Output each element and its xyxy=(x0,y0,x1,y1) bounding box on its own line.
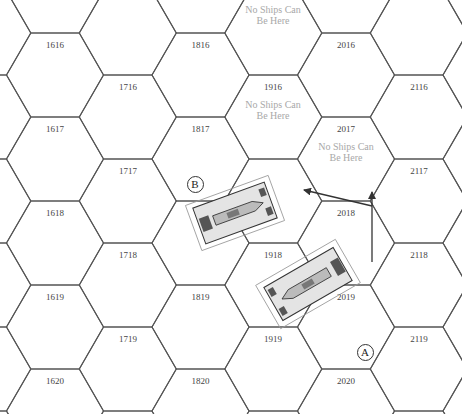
hex-number: 1718 xyxy=(119,250,137,260)
hex-cell xyxy=(7,285,104,369)
hex-number: 1918 xyxy=(264,250,282,260)
hex-number: 1618 xyxy=(46,208,64,218)
hex-cell xyxy=(370,327,462,411)
hex-cell xyxy=(79,75,176,159)
marker-letter: A xyxy=(361,347,369,358)
hex-cell xyxy=(298,369,395,414)
hex-cell xyxy=(443,285,462,369)
hex-cell xyxy=(7,201,104,285)
hex-cell xyxy=(0,159,31,243)
hex-cell xyxy=(225,411,322,414)
hex-number: 2119 xyxy=(410,334,428,344)
hex-number: 2016 xyxy=(337,40,355,50)
hex-cell xyxy=(152,369,249,414)
hex-number: 1616 xyxy=(46,40,64,50)
hex-cell xyxy=(79,0,176,75)
hex-cell xyxy=(0,75,31,159)
hex-cell xyxy=(0,327,31,411)
hex-cell xyxy=(298,117,395,201)
hex-cell xyxy=(443,117,462,201)
hex-cell xyxy=(225,327,322,411)
ship-marker: B xyxy=(187,176,204,193)
hex-cell xyxy=(370,411,462,414)
hex-cell xyxy=(370,0,462,75)
hex-cell xyxy=(79,411,176,414)
ship-counter xyxy=(256,239,361,328)
hex-cell xyxy=(152,117,249,201)
hex-cell xyxy=(79,327,176,411)
hex-cell xyxy=(370,159,462,243)
hex-number: 2116 xyxy=(410,82,428,92)
restriction-note: No Ships Can Be Here xyxy=(317,142,375,163)
hex-cell xyxy=(443,0,462,33)
hex-number: 2017 xyxy=(337,124,355,134)
marker-letter: B xyxy=(191,179,198,190)
hex-cell xyxy=(370,75,462,159)
hex-number: 2019 xyxy=(337,292,355,302)
hex-cell xyxy=(7,117,104,201)
hex-cell xyxy=(298,33,395,117)
hex-cell xyxy=(443,201,462,285)
hex-cell xyxy=(370,243,462,327)
hex-cell xyxy=(225,0,322,75)
hex-cell xyxy=(152,33,249,117)
hex-cell xyxy=(79,159,176,243)
restriction-note: No Ships Can Be Here xyxy=(244,5,302,26)
hex-cell xyxy=(443,369,462,414)
hex-number: 1820 xyxy=(192,376,210,386)
hex-number: 1716 xyxy=(119,82,137,92)
hex-number: 1819 xyxy=(192,292,210,302)
hex-number: 2118 xyxy=(410,250,428,260)
hex-number: 2020 xyxy=(337,376,355,386)
move-arrow xyxy=(304,190,372,206)
hex-number: 1619 xyxy=(46,292,64,302)
hex-cell xyxy=(7,33,104,117)
hex-number: 1919 xyxy=(264,334,282,344)
hex-cell xyxy=(443,33,462,117)
hex-number: 1817 xyxy=(192,124,210,134)
hex-cell xyxy=(0,0,31,75)
hex-number: 1617 xyxy=(46,124,64,134)
hex-number: 2117 xyxy=(410,166,428,176)
hex-number: 1719 xyxy=(119,334,137,344)
hex-cell xyxy=(0,411,31,414)
hex-cell xyxy=(152,285,249,369)
ship-counter xyxy=(185,175,284,250)
hex-number: 1620 xyxy=(46,376,64,386)
hex-number: 2018 xyxy=(337,208,355,218)
hex-cell xyxy=(0,243,31,327)
hex-cell xyxy=(79,243,176,327)
ship-marker: A xyxy=(357,344,374,361)
restriction-note: No Ships Can Be Here xyxy=(244,100,302,121)
hex-number: 1717 xyxy=(119,166,137,176)
hex-cell xyxy=(7,369,104,414)
hex-number: 1916 xyxy=(264,82,282,92)
hex-number: 1816 xyxy=(192,40,210,50)
hex-cell xyxy=(225,75,322,159)
move-arrow xyxy=(371,192,372,262)
